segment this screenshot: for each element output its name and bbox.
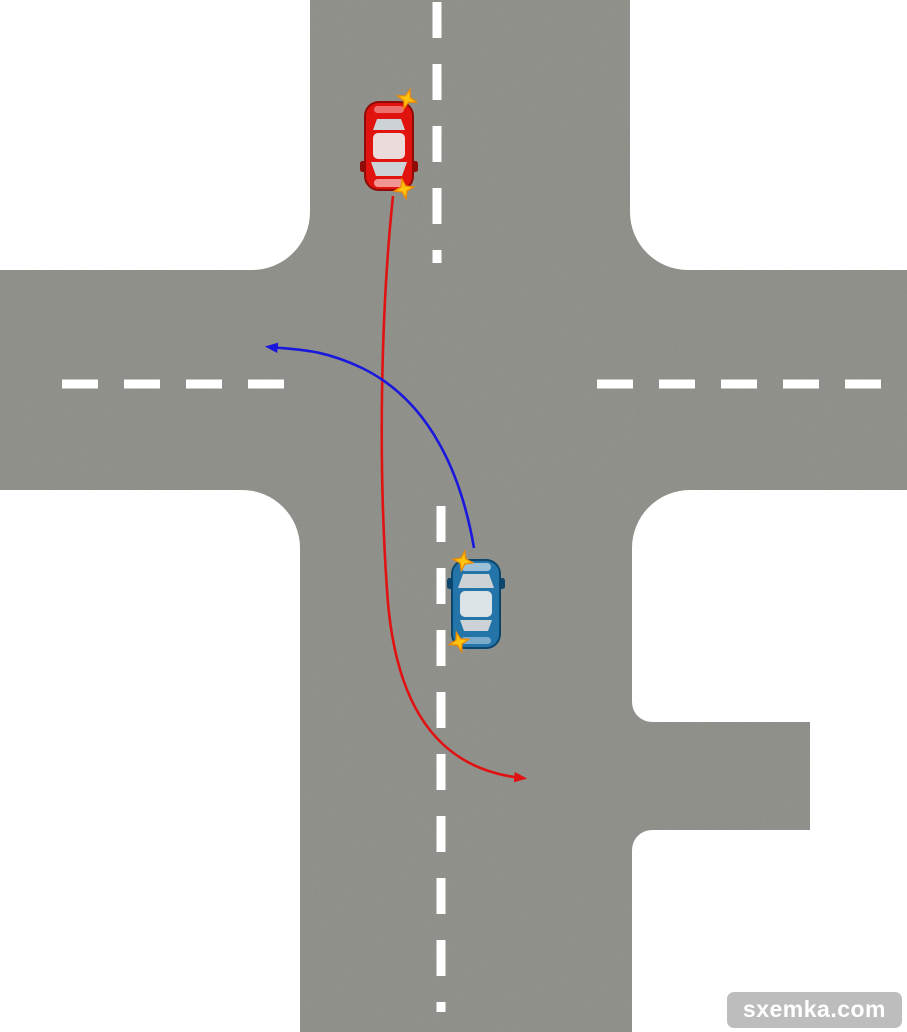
red-car <box>360 101 418 191</box>
red-car-trunk-highlight <box>374 106 404 113</box>
watermark-text: sxemka.com <box>742 995 886 1022</box>
blue-car-rear-window <box>460 620 492 631</box>
lane-markings <box>62 2 905 1012</box>
route-arrows <box>264 195 528 783</box>
red-route-arrow <box>380 195 528 783</box>
blue-car-roof <box>460 591 492 617</box>
red-car-rear-window <box>373 119 405 130</box>
blue-car-windshield <box>458 574 494 588</box>
blue-car-hood-highlight <box>461 563 491 571</box>
red-car-windshield <box>371 162 407 176</box>
red-car-hood-highlight <box>374 179 404 187</box>
red-car-roof <box>373 133 405 159</box>
blue-route-arrow <box>264 342 476 549</box>
blue-car <box>447 559 505 649</box>
blue-car-mirror-left <box>447 578 453 589</box>
blue-car-mirror-right <box>499 578 505 589</box>
red-car-mirror-right <box>360 161 366 172</box>
watermark: sxemka.com <box>726 991 902 1028</box>
red-car-mirror-left <box>412 161 418 172</box>
